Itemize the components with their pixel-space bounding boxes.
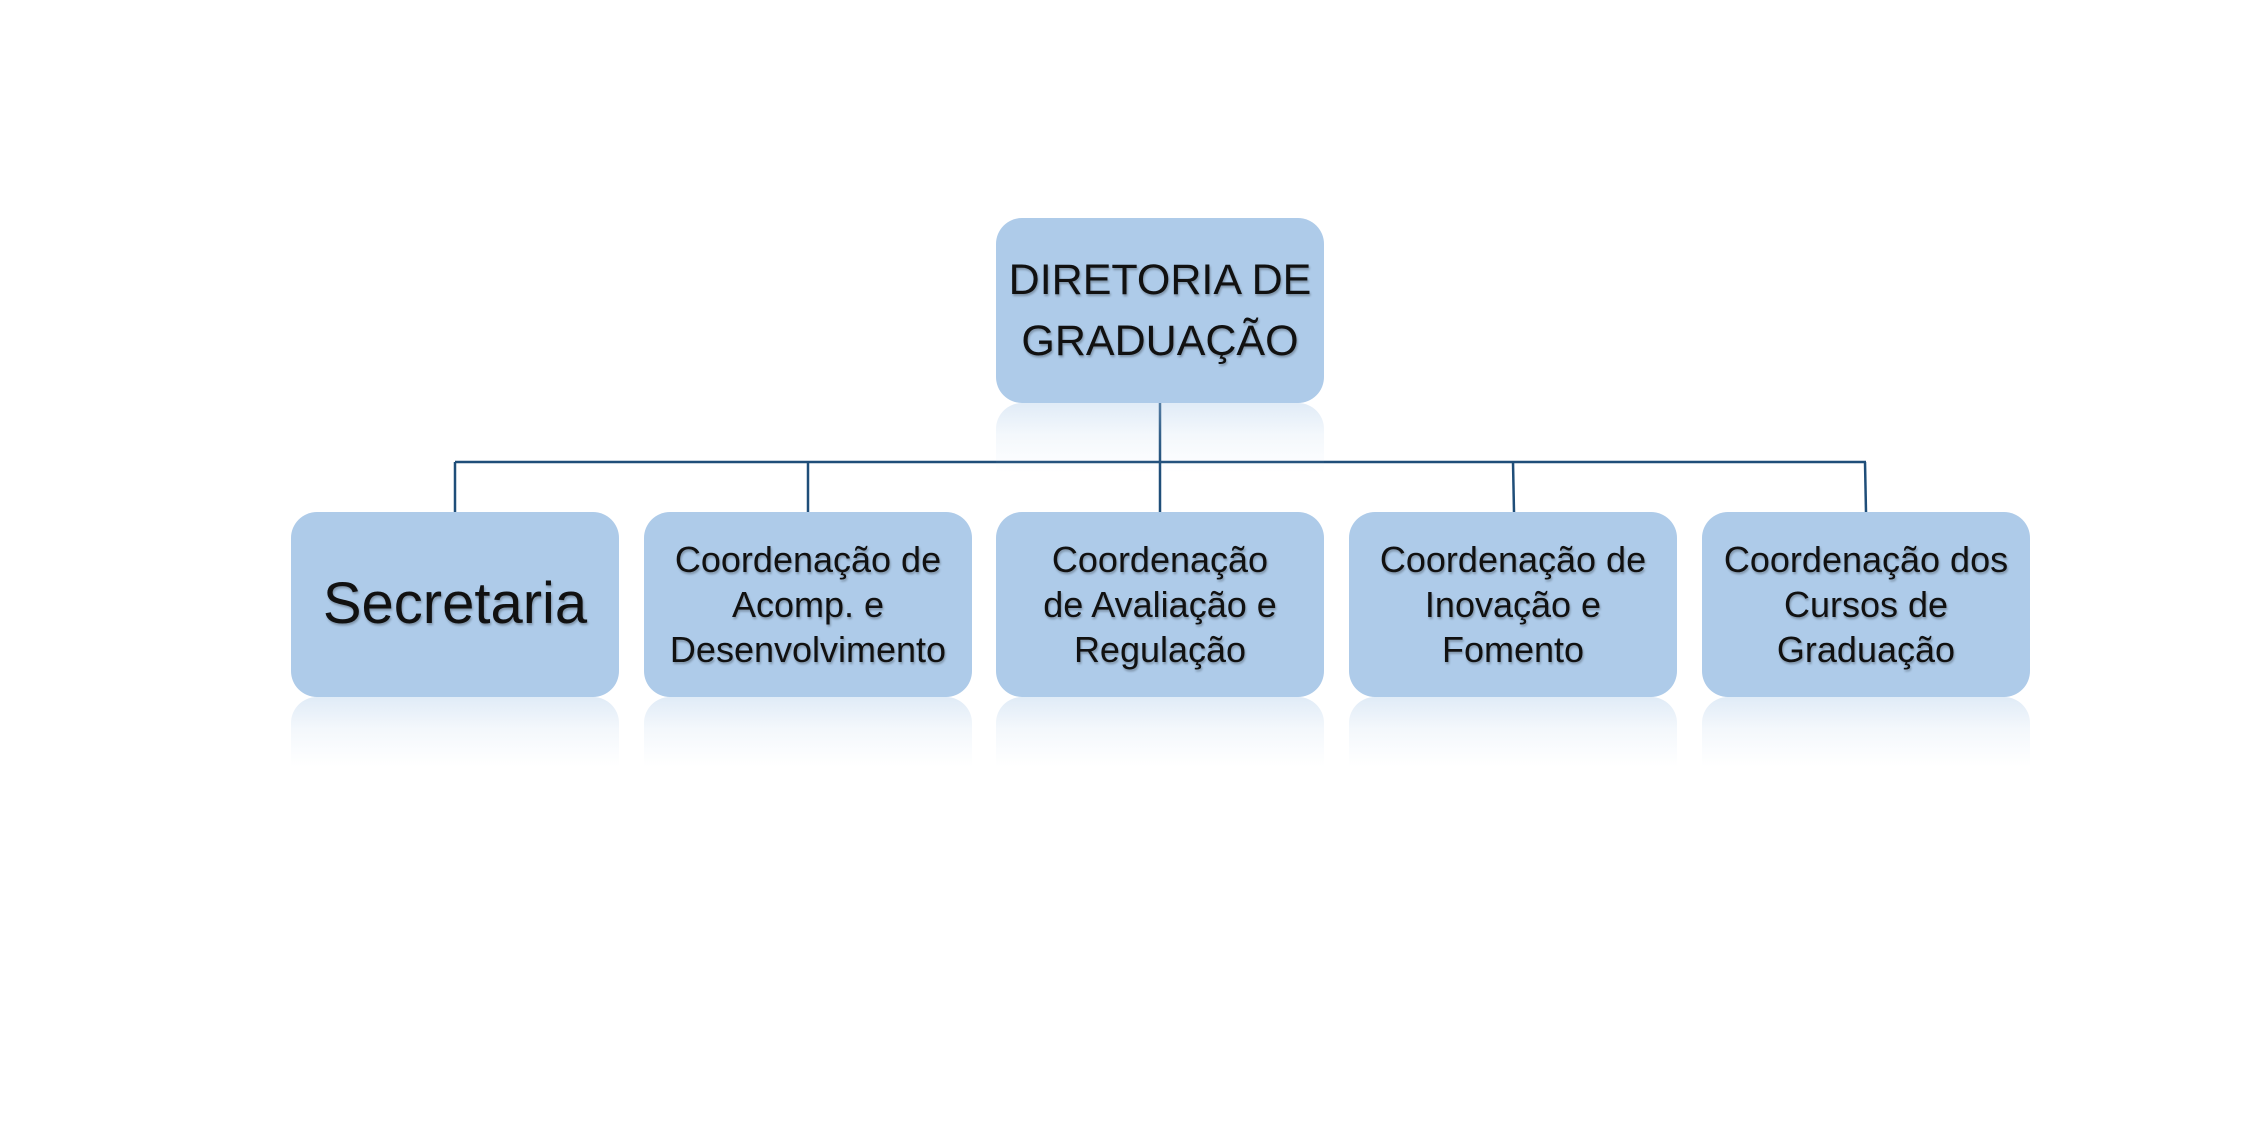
child-box-label: Coordenação dos Cursos de Graduação bbox=[1723, 539, 2009, 670]
child-box-reflection bbox=[996, 697, 1324, 767]
connector-drop-cursos bbox=[1863, 461, 1868, 513]
root-box-label: DIRETORIA DE GRADUAÇÃO bbox=[1008, 256, 1312, 365]
child-box-avaliacao: Coordenação de Avaliação e Regulação bbox=[996, 512, 1324, 697]
child-box-label: Secretaria bbox=[322, 571, 588, 637]
child-box-secretaria: Secretaria bbox=[291, 512, 619, 697]
child-box-cursos: Coordenação dos Cursos de Graduação bbox=[1702, 512, 2030, 697]
root-box-reflection bbox=[996, 403, 1324, 473]
root-box-diretoria: DIRETORIA DE GRADUAÇÃO bbox=[996, 218, 1324, 403]
child-box-reflection bbox=[644, 697, 972, 767]
child-box-label: Coordenação de Acomp. e Desenvolvimento bbox=[669, 539, 947, 670]
child-box-label: Coordenação de Avaliação e Regulação bbox=[1043, 539, 1277, 670]
child-box-reflection bbox=[1349, 697, 1677, 767]
child-box-reflection bbox=[291, 697, 619, 767]
child-box-inovacao: Coordenação de Inovação e Fomento bbox=[1349, 512, 1677, 697]
child-box-acompanhamento: Coordenação de Acomp. e Desenvolvimento bbox=[644, 512, 972, 697]
child-box-reflection bbox=[1702, 697, 2030, 767]
connector-drop-inovacao bbox=[1511, 461, 1516, 513]
child-box-label: Coordenação de Inovação e Fomento bbox=[1379, 539, 1647, 670]
